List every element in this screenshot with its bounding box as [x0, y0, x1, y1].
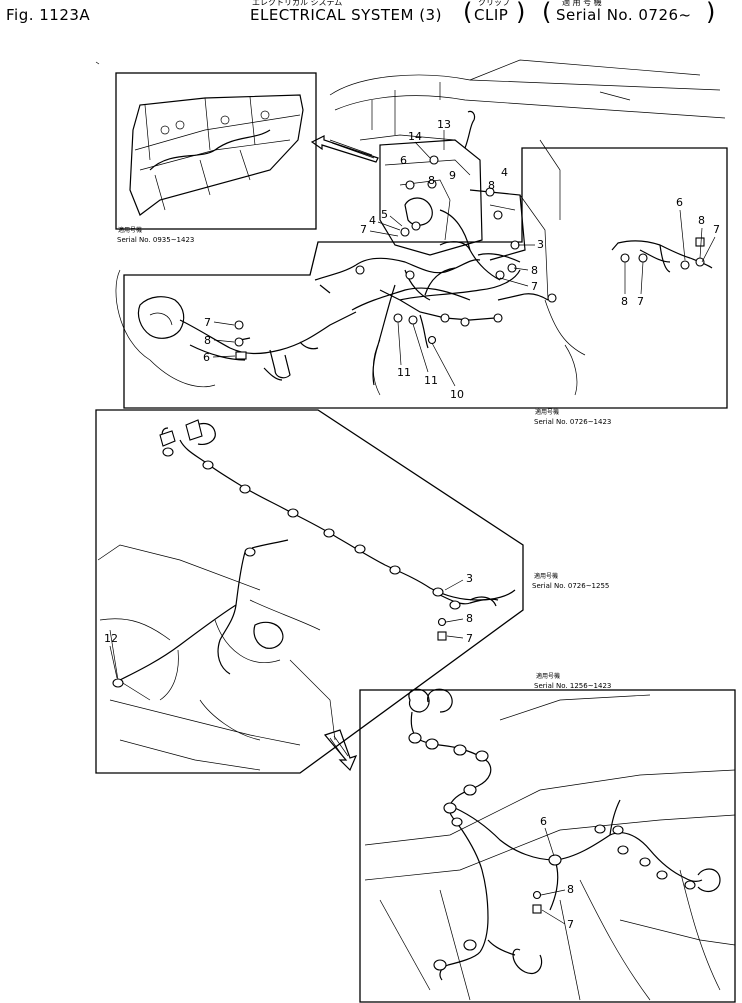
callout-12: 12	[104, 632, 118, 645]
inset-serial-caption: Serial No. 0935~1423	[117, 236, 194, 244]
callout-8m: 8	[466, 612, 473, 625]
figure-header: Fig. 1123A エレクトリカル システム ELECTRICAL SYSTE…	[0, 0, 742, 40]
mid-serial-jp: 適用号機	[534, 572, 558, 580]
mid-panel	[95, 409, 524, 774]
mid-serial-caption: Serial No. 0726~1255	[532, 582, 609, 590]
callout-6l: 6	[203, 351, 210, 364]
close-paren-2: )	[706, 0, 716, 26]
title-kana: エレクトリカル システム	[252, 0, 343, 7]
bottom-serial-caption: Serial No. 1256~1423	[534, 682, 611, 690]
figure-subtitle: CLIP	[474, 6, 509, 24]
serial-kanji: 適 用 号 機	[562, 0, 602, 7]
callout-7l: 7	[204, 316, 211, 329]
machine-outline-upper	[115, 59, 726, 396]
main-serial-jp: 適用号機	[535, 408, 559, 416]
callout-8b: 8	[488, 179, 495, 192]
callout-7r: 7	[713, 223, 720, 236]
figure-serial: Serial No. 0726~	[556, 6, 692, 24]
callout-4b: 4	[369, 214, 376, 227]
callout-3a: 3	[537, 238, 544, 251]
callout-4a: 4	[501, 166, 508, 179]
close-paren: )	[516, 0, 526, 26]
clips-main	[234, 155, 705, 360]
callout-8l: 8	[204, 334, 211, 347]
subtitle-kana: クリップ	[478, 0, 510, 7]
callout-6b: 6	[540, 815, 547, 828]
callout-7a: 7	[360, 223, 367, 236]
callout-10: 10	[450, 388, 464, 401]
callout-7b: 7	[531, 280, 538, 293]
callout-8c: 8	[531, 264, 538, 277]
callout-8r: 8	[698, 214, 705, 227]
clips-mid	[112, 419, 497, 688]
callout-3m: 3	[466, 572, 473, 585]
bottom-panel: 適用号機 Serial No. 1256~1423	[359, 672, 736, 1003]
bottom-serial-jp: 適用号機	[536, 672, 560, 680]
inset-serial-jp: 適用号機	[118, 226, 142, 234]
callouts-bottom: 6 8 7	[540, 815, 574, 931]
callout-8a: 8	[428, 174, 435, 187]
reference-arrow-top	[310, 135, 379, 163]
callout-14: 14	[408, 130, 422, 143]
callouts-mid: 3 8 7 12 適用号機 Serial No. 0726~1255	[104, 572, 609, 679]
open-paren: (	[463, 0, 473, 26]
callout-9: 9	[449, 169, 456, 182]
clips-bottom	[408, 732, 696, 971]
figure-number: Fig. 1123A	[6, 6, 91, 24]
callout-7bt: 7	[567, 918, 574, 931]
inset-battery-box: 適用号機 Serial No. 0935~1423	[115, 72, 317, 244]
callouts-main: 14 13 6 8 9 8 4 5 4 7 3 8 7 6 8 7 8 7 7 …	[203, 118, 720, 426]
callout-5: 5	[381, 208, 388, 221]
main-serial-caption: Serial No. 0726~1423	[534, 418, 611, 426]
callout-6a: 6	[400, 154, 407, 167]
callout-6r: 6	[676, 196, 683, 209]
figure-title: ELECTRICAL SYSTEM (3)	[250, 6, 442, 24]
reference-arrow-bottom	[323, 729, 358, 772]
open-paren-2: (	[542, 0, 552, 26]
callout-7m: 7	[466, 632, 473, 645]
callout-7r2: 7	[637, 295, 644, 308]
callout-11a: 11	[397, 366, 411, 379]
callout-13: 13	[437, 118, 451, 131]
callout-8r2: 8	[621, 295, 628, 308]
callout-11b: 11	[424, 374, 438, 387]
callout-8bt: 8	[567, 883, 574, 896]
stray-mark	[95, 61, 100, 65]
